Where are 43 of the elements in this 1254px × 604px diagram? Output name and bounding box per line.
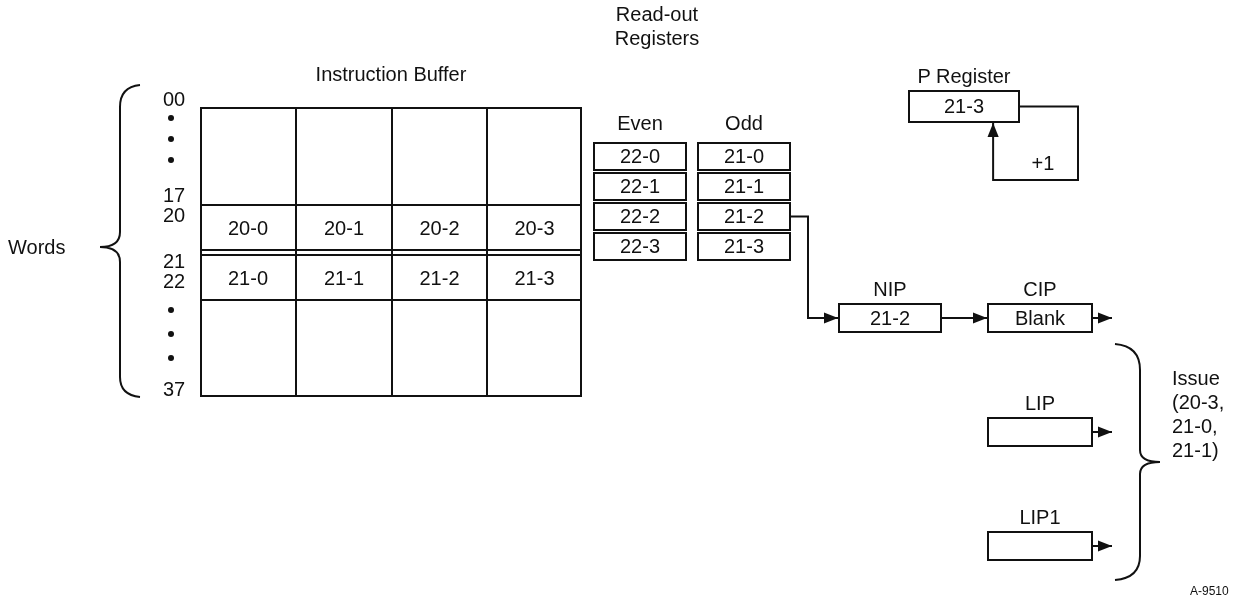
row-label: 22 — [163, 270, 186, 293]
issue-label: Issue (20-3, 21-0, 21-1) — [1172, 366, 1226, 462]
register-label: LIP1 — [1018, 506, 1062, 529]
section-title: Read-out Registers — [613, 2, 701, 50]
arrow — [1092, 426, 1113, 438]
register-label: P Register — [916, 65, 1012, 88]
register-label: NIP — [872, 278, 908, 301]
table-cell-text: 20-1 — [323, 217, 365, 240]
column-heading: Odd — [724, 112, 764, 135]
buffer-title: Instruction Buffer — [314, 63, 468, 86]
register-box: Blank — [987, 303, 1093, 333]
arrow — [1092, 540, 1113, 552]
arrow — [987, 105, 1079, 181]
row-label: 00 — [163, 88, 186, 111]
arrow — [790, 215, 839, 324]
arrow — [1092, 312, 1113, 324]
register-box: 22-3 — [593, 232, 687, 261]
column-heading: Even — [616, 112, 664, 135]
table-cell-text: 20-2 — [418, 217, 461, 240]
row-label: 37 — [163, 378, 186, 401]
register-box: 22-0 — [593, 142, 687, 171]
table-cell-text: 21-1 — [323, 267, 365, 290]
table-cell-text: 20-0 — [227, 217, 269, 240]
table-cell-text: 20-3 — [513, 217, 556, 240]
register-box: 21-2 — [838, 303, 942, 333]
register-label: LIP — [1024, 392, 1056, 415]
register-box: 21-3 — [697, 232, 791, 261]
table-cell-text: 21-0 — [227, 267, 269, 290]
register-box: 22-2 — [593, 202, 687, 231]
row-label: 21 — [163, 250, 186, 273]
table-cell-text: 21-2 — [418, 267, 461, 290]
register-box: 22-1 — [593, 172, 687, 201]
table-cell-text: 21-3 — [513, 267, 556, 290]
register-label: CIP — [1022, 278, 1058, 301]
row-label: 17 — [163, 184, 186, 207]
arrow — [941, 312, 988, 324]
register-box: 21-3 — [908, 90, 1020, 123]
register-box: 21-1 — [697, 172, 791, 201]
register-box: 21-2 — [697, 202, 791, 231]
axis-label: Words — [8, 236, 66, 259]
row-label: 20 — [163, 204, 186, 227]
register-box: 21-0 — [697, 142, 791, 171]
figure-id: A-9510 — [1190, 584, 1229, 598]
